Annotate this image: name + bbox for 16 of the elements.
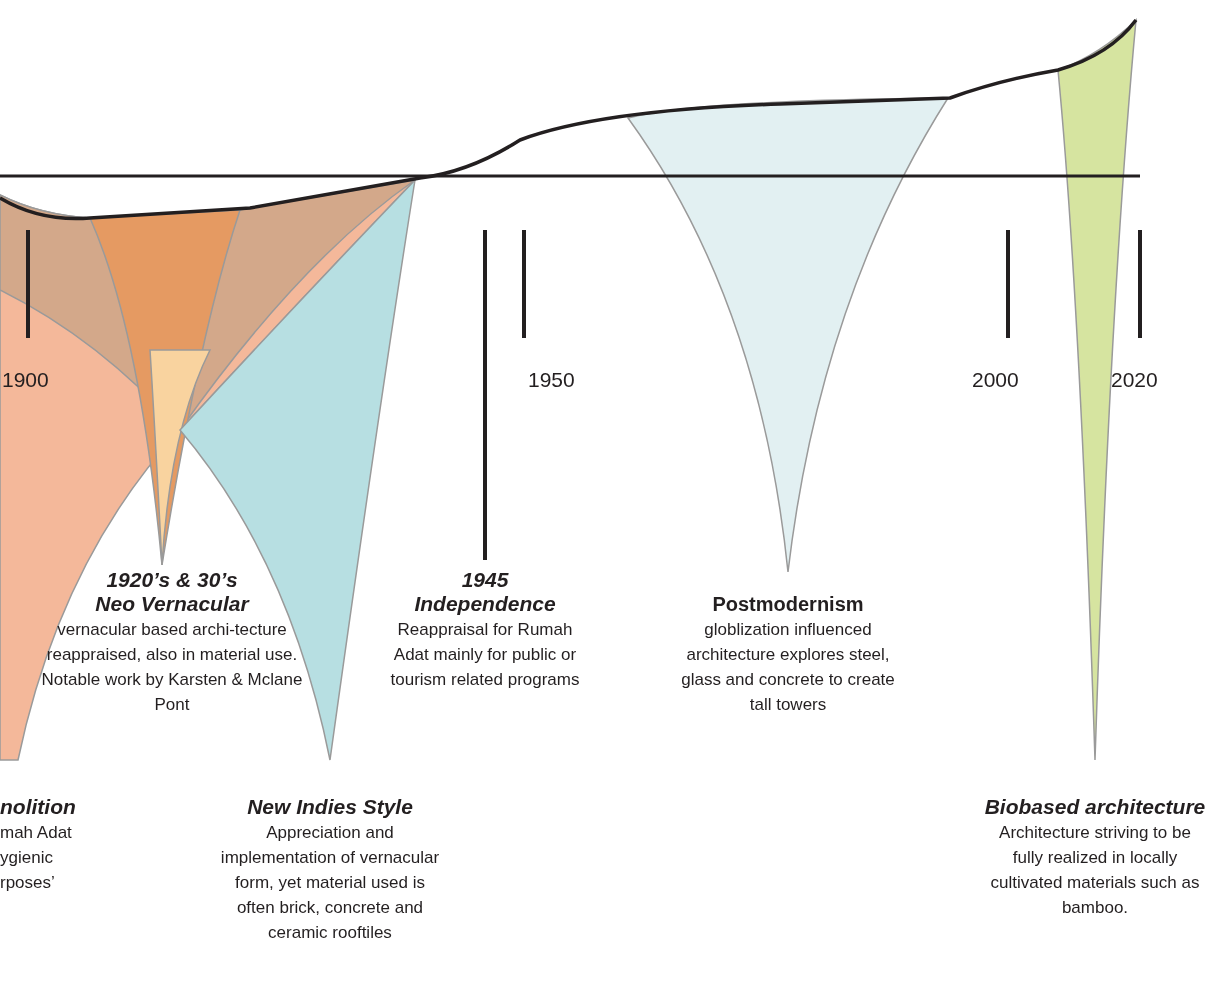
period-description: Appreciation and implementation of vernacular form, yet material used is often brick, concrete and ceramic rooftiles — [219, 822, 441, 944]
year-label: 2020 — [1111, 367, 1159, 392]
year-label: 1950 — [528, 367, 576, 392]
period-heading: New Indies Style — [246, 795, 414, 819]
year-label: 2000 — [972, 367, 1020, 392]
period-heading: nolition — [0, 795, 77, 819]
period-description: Reappraisal for Rumah Adat mainly for public or tourism related programs — [389, 619, 581, 691]
period-description: mah Adat ygienic rposes’ — [0, 822, 73, 894]
period-heading: 1945 Independence — [413, 568, 557, 616]
period-heading: 1920’s & 30’s Neo Vernacular — [94, 568, 250, 616]
period-description: globlization influenced architecture explores steel, glass and concrete to create tall towers — [680, 619, 896, 716]
period-heading: Postmodernism — [711, 592, 865, 617]
period-description: vernacular based archi-tecture reappraised, also in material use. Notable work by Karsten & Mclane Pont — [40, 619, 304, 716]
period-description: Architecture striving to be fully realized in locally cultivated materials such as bamboo. — [989, 822, 1201, 919]
year-label: 1900 — [2, 367, 50, 392]
period-heading: Biobased architecture — [983, 795, 1207, 819]
